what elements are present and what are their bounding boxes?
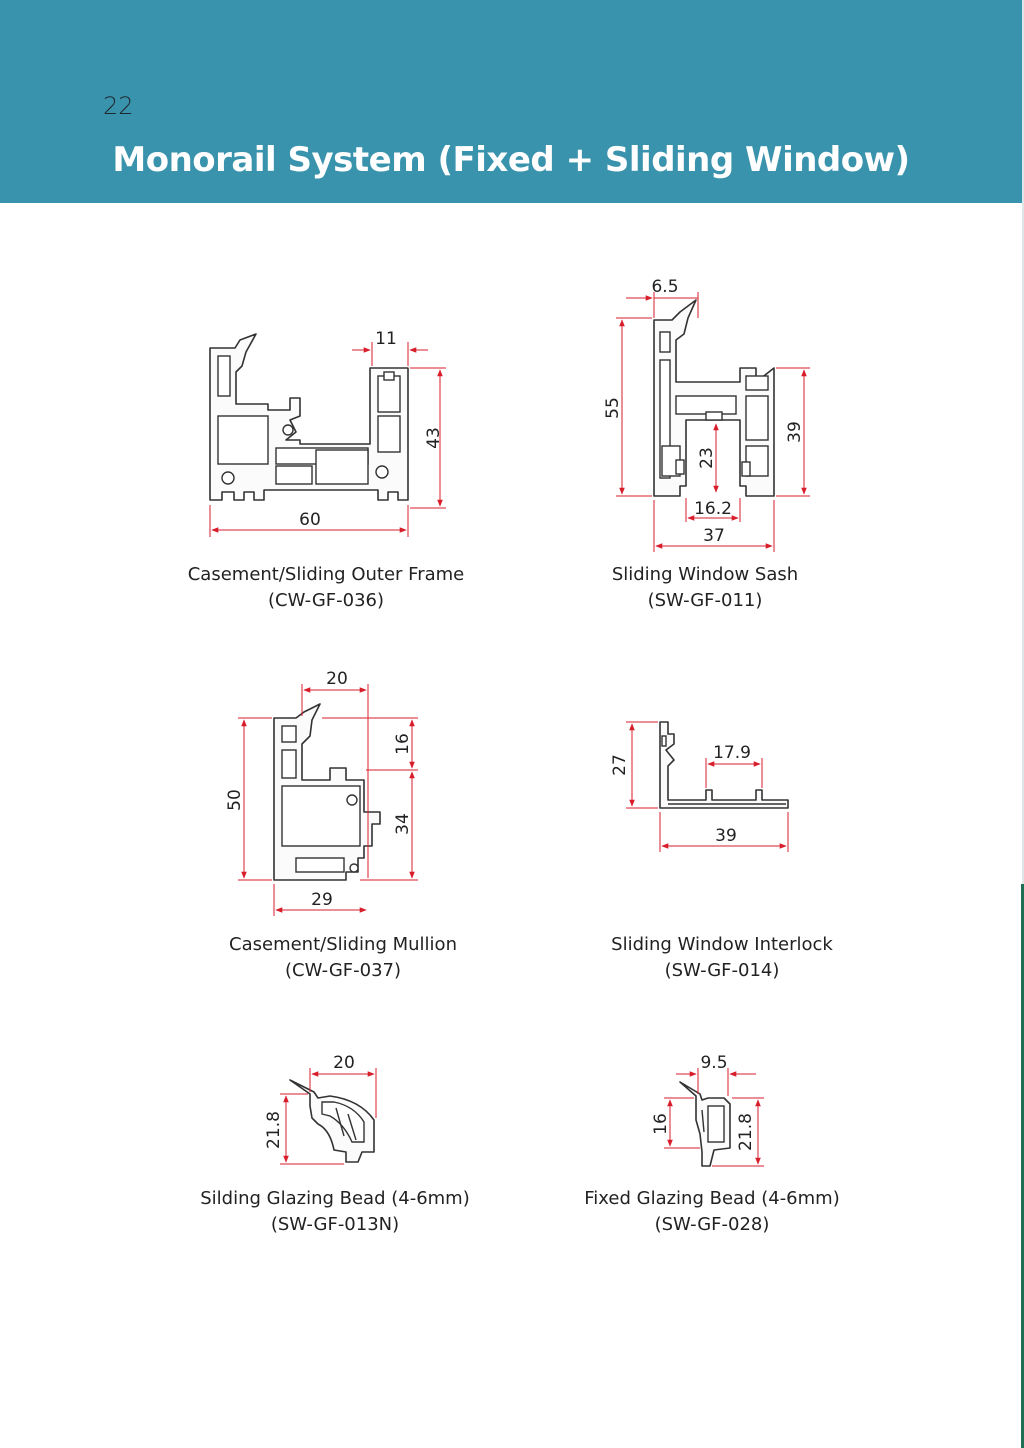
outer-frame-width-dim: 60 [299,510,321,530]
interlock-height-dim: 27 [610,754,630,776]
sliding-bead-drawing: 20 21.8 [264,1053,377,1165]
sash-channel-height-dim: 23 [697,447,717,469]
sliding-bead-name: Silding Glazing Bead (4-6mm) [200,1188,470,1209]
fixed-bead-caption: Fixed Glazing Bead (4-6mm) (SW-GF-028) [560,1186,864,1238]
sash-top-dim: 6.5 [651,277,678,297]
mullion-lower-dim: 34 [393,813,413,835]
mullion-width-dim: 29 [311,890,333,910]
sash-caption: Sliding Window Sash (SW-GF-011) [560,562,850,614]
header-banner: 22 Monorail System (Fixed + Sliding Wind… [0,0,1022,203]
page-number: 22 [103,92,134,120]
sliding-bead-caption: Silding Glazing Bead (4-6mm) (SW-GF-013N… [180,1186,490,1238]
interlock-code: (SW-GF-014) [664,960,780,981]
fixed-bead-code: (SW-GF-028) [654,1214,770,1235]
sash-channel-width-dim: 16.2 [694,499,732,519]
mullion-upper-dim: 16 [393,733,413,755]
mullion-code: (CW-GF-037) [285,960,401,981]
sash-right-height-dim: 39 [785,421,805,443]
interlock-caption: Sliding Window Interlock (SW-GF-014) [572,932,872,984]
fixed-bead-right-height-dim: 21.8 [736,1113,756,1151]
mullion-name: Casement/Sliding Mullion [229,934,457,955]
interlock-drawing: 27 17.9 39 [610,721,789,852]
fixed-bead-name: Fixed Glazing Bead (4-6mm) [584,1188,840,1209]
outer-frame-drawing: 60 11 43 [209,329,446,537]
sliding-bead-code: (SW-GF-013N) [270,1214,400,1235]
sash-code: (SW-GF-011) [647,590,763,611]
mullion-height-dim: 50 [225,789,245,811]
sash-width-dim: 37 [703,526,725,546]
mullion-caption: Casement/Sliding Mullion (CW-GF-037) [198,932,488,984]
sash-height-dim: 55 [603,397,623,419]
interlock-width-dim: 39 [715,826,737,846]
page-title: Monorail System (Fixed + Sliding Window) [112,140,910,180]
outer-frame-height-dim: 43 [424,427,444,449]
interlock-inner-width-dim: 17.9 [713,743,751,763]
outer-frame-code: (CW-GF-036) [268,590,384,611]
page-edge [1022,0,1024,1448]
page-edge-accent [1021,884,1024,1448]
sliding-bead-height-dim: 21.8 [264,1111,284,1149]
fixed-bead-drawing: 9.5 16 21.8 [651,1053,764,1167]
mullion-top-dim: 20 [326,669,348,689]
interlock-name: Sliding Window Interlock [611,934,833,955]
outer-frame-caption: Casement/Sliding Outer Frame (CW-GF-036) [166,562,486,614]
sash-name: Sliding Window Sash [611,564,799,585]
sash-drawing: 6.5 55 39 23 16.2 37 [603,277,810,552]
fixed-bead-width-dim: 9.5 [700,1053,727,1073]
mullion-drawing: 20 50 16 34 29 [225,669,418,916]
outer-frame-name: Casement/Sliding Outer Frame [187,564,465,585]
fixed-bead-left-height-dim: 16 [651,1113,671,1135]
outer-frame-slot-dim: 11 [375,329,397,349]
sliding-bead-width-dim: 20 [333,1053,355,1073]
